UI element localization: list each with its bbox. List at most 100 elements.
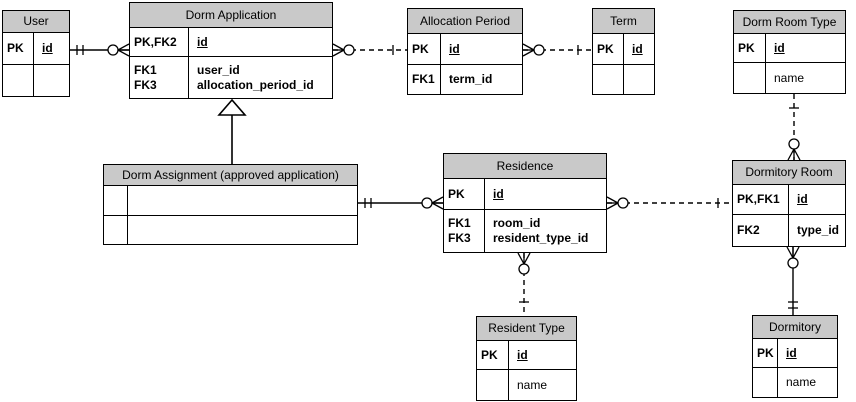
entity-header-dorm-room-type: Dorm Room Type xyxy=(734,11,845,34)
attribute-label: id xyxy=(493,186,504,201)
key-cell: PK xyxy=(593,34,624,64)
key-cell xyxy=(593,65,624,94)
entity-row: FK1 term_id xyxy=(408,64,522,94)
key-label: PK xyxy=(597,41,614,56)
key-cell: PK xyxy=(477,341,509,369)
attr-cell: id xyxy=(189,28,332,56)
key-cell: PK xyxy=(753,339,778,367)
entity-row: FK2 type_id xyxy=(733,214,845,246)
entity-row: name xyxy=(477,369,576,400)
entity-title: Term xyxy=(610,13,637,28)
attr-cell: type_id xyxy=(789,215,845,246)
entity-row: PK id xyxy=(593,34,654,64)
key-label: PK xyxy=(448,186,465,201)
key-cell: PK,FK1 xyxy=(733,185,789,214)
entity-row xyxy=(593,64,654,94)
entity-title: User xyxy=(23,14,49,28)
key-label: FK1 xyxy=(448,216,471,230)
attr-cell: term_id xyxy=(441,65,522,94)
relationship-residence-to-dormitory-room xyxy=(606,196,732,210)
entity-dorm-assignment[interactable]: Dorm Assignment (approved application) xyxy=(103,164,358,245)
key-cell: PK xyxy=(3,33,34,64)
entity-row xyxy=(104,186,357,215)
attribute-label: id xyxy=(42,41,53,55)
attribute-label: term_id xyxy=(449,72,493,86)
entity-header-user: User xyxy=(3,11,69,33)
attribute-label: user_id xyxy=(197,62,240,77)
key-label: PK xyxy=(7,41,24,55)
attribute-label: id xyxy=(786,345,797,360)
entity-header-dorm-application: Dorm Application xyxy=(130,3,332,28)
entity-title: Allocation Period xyxy=(419,13,511,28)
entity-header-term: Term xyxy=(593,9,654,34)
entity-title: Dormitory xyxy=(768,319,821,334)
key-label: PK xyxy=(738,40,755,55)
attribute-label: id xyxy=(449,41,460,56)
entity-title: Resident Type xyxy=(488,321,565,335)
inheritance-dorm-assignment-isa-dorm-application xyxy=(217,98,247,164)
key-label: PK,FK2 xyxy=(134,34,177,49)
key-label: FK1 xyxy=(412,72,435,86)
key-cell: FK1 xyxy=(408,65,441,94)
attr-cell: name xyxy=(766,63,845,93)
entity-row: PK id xyxy=(3,33,69,64)
relationship-dormitory-room-to-dormitory xyxy=(786,246,800,315)
attr-cell xyxy=(624,65,654,94)
key-cell xyxy=(3,65,34,96)
attr-cell: name xyxy=(778,368,837,397)
attribute-label: id xyxy=(197,34,208,49)
key-label: FK2 xyxy=(737,223,760,237)
key-label: PK xyxy=(412,41,429,56)
attribute-label: type_id xyxy=(797,223,840,237)
attribute-label: name xyxy=(774,70,805,85)
key-cell: FK2 xyxy=(733,215,789,246)
entity-row: PK id xyxy=(444,179,606,209)
attribute-label: id xyxy=(774,40,785,55)
key-cell xyxy=(734,63,766,93)
attr-cell: name xyxy=(509,370,576,400)
attribute-label: id xyxy=(797,192,808,206)
attr-cell xyxy=(34,65,69,96)
entity-header-resident-type: Resident Type xyxy=(477,317,576,341)
entity-header-dormitory: Dormitory xyxy=(753,316,837,339)
relationship-user-to-dorm-application xyxy=(70,43,130,57)
entity-row: PK id xyxy=(753,339,837,367)
relationship-dorm-application-to-allocation-period xyxy=(332,43,407,57)
attr-cell xyxy=(128,216,357,244)
entity-row: name xyxy=(753,367,837,397)
entity-row: PK id xyxy=(734,34,845,62)
entity-title: Dorm Assignment (approved application) xyxy=(122,167,339,182)
attribute-label: allocation_period_id xyxy=(197,77,314,92)
key-label: FK1 xyxy=(134,62,157,77)
relationship-dorm-room-type-to-dormitory-room xyxy=(787,94,801,161)
attr-cell: id xyxy=(34,33,69,64)
attribute-label: name xyxy=(786,375,817,389)
entity-header-dormitory-room: Dormitory Room xyxy=(733,161,845,185)
entity-header-residence: Residence xyxy=(444,154,606,179)
key-label: FK3 xyxy=(448,231,471,245)
key-cell: PK xyxy=(444,179,485,209)
attr-cell: id xyxy=(509,341,576,369)
attribute-label: id xyxy=(632,41,643,56)
key-cell xyxy=(104,186,128,215)
entity-row xyxy=(104,215,357,244)
entity-title: Dormitory Room xyxy=(745,165,833,179)
entity-title: Residence xyxy=(496,158,554,173)
entity-title: Dorm Room Type xyxy=(742,14,837,29)
